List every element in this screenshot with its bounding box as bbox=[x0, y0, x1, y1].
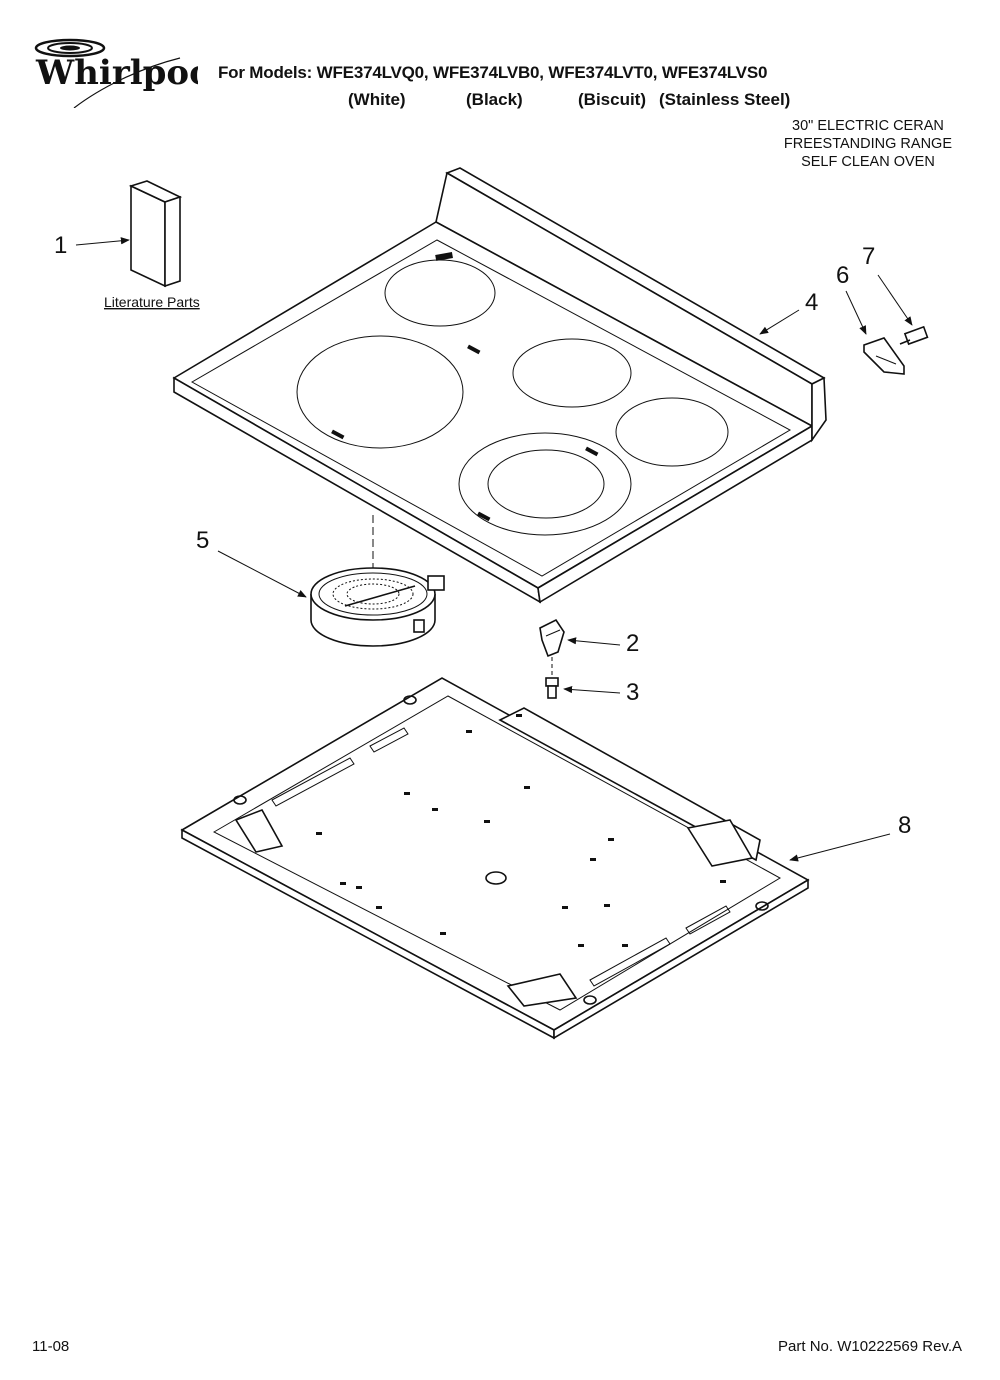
radiant-surface-element bbox=[310, 515, 445, 647]
revision-date: 11-08 bbox=[32, 1338, 70, 1355]
burner-box-pan bbox=[180, 677, 810, 1040]
mounting-clip bbox=[539, 618, 565, 658]
color-label-white: (White) bbox=[348, 90, 406, 109]
color-label-stainless: (Stainless Steel) bbox=[659, 90, 791, 109]
callout-1: 1 bbox=[54, 232, 67, 259]
logo-wordmark: Whirlpool bbox=[35, 53, 198, 93]
callout-3: 3 bbox=[626, 679, 639, 706]
models-title: For Models: WFE374LVQ0, WFE374LVB0, WFE3… bbox=[218, 63, 768, 82]
callout-6: 6 bbox=[836, 262, 849, 289]
part-number: Part No. W10222569 Rev.A bbox=[778, 1338, 962, 1355]
literature-parts-label: Literature Parts bbox=[104, 294, 200, 310]
callout-5: 5 bbox=[196, 527, 209, 554]
literature-parts-booklet bbox=[128, 180, 183, 288]
product-description: 30" ELECTRIC CERAN FREESTANDING RANGE SE… bbox=[784, 117, 952, 171]
color-label-biscuit: (Biscuit) bbox=[578, 90, 646, 109]
callout-2: 2 bbox=[626, 630, 639, 657]
whirlpool-logo: Whirlpool bbox=[34, 38, 198, 108]
description-line: 30" ELECTRIC CERAN bbox=[792, 118, 944, 134]
description-line: SELF CLEAN OVEN bbox=[801, 154, 935, 170]
cooktop-main-top bbox=[172, 167, 827, 604]
description-line: FREESTANDING RANGE bbox=[783, 136, 952, 152]
mounting-screw bbox=[545, 677, 559, 699]
color-label-black: (Black) bbox=[466, 90, 523, 109]
callout-4: 4 bbox=[805, 289, 818, 316]
logo-swirl-icon bbox=[34, 38, 106, 58]
callout-7: 7 bbox=[862, 243, 875, 270]
screw-part bbox=[899, 325, 929, 346]
bracket-part bbox=[863, 337, 905, 375]
callout-8: 8 bbox=[898, 812, 911, 839]
